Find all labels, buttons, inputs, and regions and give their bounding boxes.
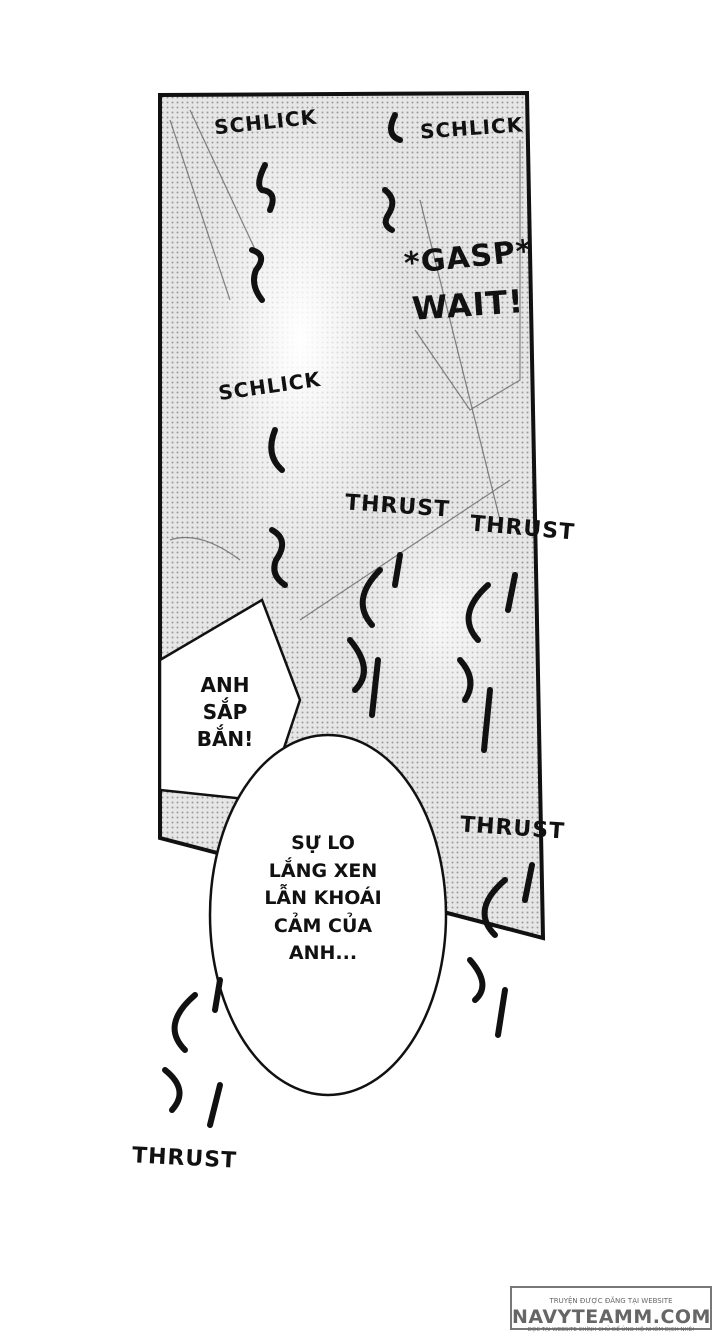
dialogue-line: ANH	[200, 673, 250, 697]
watermark-top: TRUYỆN ĐƯỢC ĐĂNG TẠI WEBSITE	[546, 1297, 676, 1305]
glow-highlight	[190, 100, 410, 580]
sfx-glyph-icon	[162, 112, 535, 1128]
dialogue-line: SẮP	[202, 700, 248, 724]
background-linework	[169, 109, 521, 621]
dialogue-line: BẮN!	[196, 727, 254, 751]
speech-bubble-large-text: SỰ LO LẮNG XEN LẪN KHOÁI CẢM CỦA ANH...	[248, 830, 398, 968]
dialogue-line: ANH...	[288, 942, 358, 965]
watermark-bottom: ĐỌC TẠI WEBSITE CHÍNH CHỦ ĐỂ ỦNG HỘ NHÓM…	[527, 1327, 695, 1333]
dialogue-line: LẮNG XEN	[268, 859, 378, 882]
watermark: TRUYỆN ĐƯỢC ĐĂNG TẠI WEBSITE NAVYTEAMM.C…	[510, 1286, 712, 1333]
sfx-wait: WAIT!	[410, 282, 526, 328]
speech-bubble-large	[208, 733, 448, 1097]
watermark-main: NAVYTEAMM.COM	[512, 1306, 711, 1328]
dialogue-line: CẢM CỦA	[273, 914, 373, 937]
dialogue-line: SỰ LO	[291, 832, 355, 854]
speech-bubble-small-text: ANH SẮP BẮN!	[180, 672, 270, 753]
glow-highlight	[350, 500, 530, 740]
dialogue-line: LẪN KHOÁI	[264, 887, 382, 910]
